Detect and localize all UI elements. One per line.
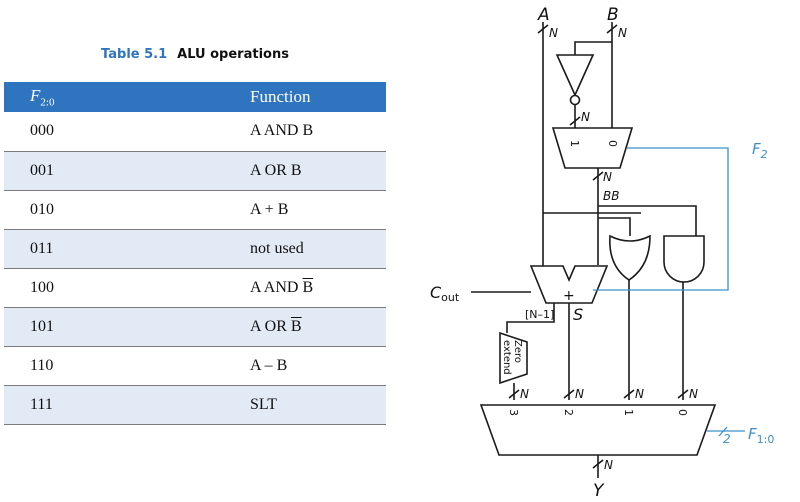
input-b-label: B <box>607 5 619 25</box>
control-code-cell: 010 <box>30 200 54 218</box>
zero-extend-line2: extend <box>501 340 512 375</box>
function-cell: A OR B <box>249 307 386 346</box>
mux4-input-3: 3 <box>507 409 520 416</box>
bus-width-mux-in1: N <box>635 387 644 401</box>
function-inverted-operand: B <box>290 317 302 335</box>
control-f2-wire <box>593 147 729 291</box>
output-y-label: Y <box>593 481 605 501</box>
control-f2-main: F <box>752 140 761 158</box>
wire-bb <box>597 168 697 265</box>
bus-width-inverter: N <box>581 110 590 124</box>
sum-s-label: S <box>573 305 583 324</box>
control-f10-wire <box>707 426 745 437</box>
mux4-input-0: 0 <box>676 409 689 416</box>
input-a-label: A <box>537 5 550 25</box>
wire-b-main <box>574 22 613 128</box>
adder-icon <box>529 265 609 304</box>
bus-width-b: N <box>618 26 627 40</box>
and-gate-icon <box>663 235 705 283</box>
alu-operations-table-panel: Table 5.1 ALU operations F2:0 Function 0… <box>4 40 386 425</box>
bus-width-y: N <box>604 458 613 472</box>
table-header-row: F2:0 Function <box>4 82 386 112</box>
mux4-input-2: 2 <box>562 409 575 416</box>
cout-sub: out <box>441 291 460 304</box>
or-gate-icon <box>609 234 651 281</box>
inverter-bubble-icon <box>569 94 581 106</box>
mux2-input-0: 0 <box>606 140 619 147</box>
table-row: 101 A OR B <box>4 307 386 346</box>
function-cell: not used <box>250 239 304 257</box>
mux2-icon <box>551 127 634 169</box>
table-caption-label: Table 5.1 <box>101 47 168 62</box>
function-cell: A AND B <box>249 268 386 307</box>
table-caption-title: ALU operations <box>177 47 289 62</box>
bus-width-mux2: N <box>603 170 612 184</box>
bus-ticks <box>508 24 689 469</box>
zero-extend-label: Zeroextend <box>501 340 523 375</box>
table-row: 000 A AND B <box>4 112 386 151</box>
control-f10-sub: 1:0 <box>757 433 775 446</box>
table-row: 011 not used <box>4 229 386 268</box>
bb-label: BB <box>603 189 619 203</box>
table-caption: Table 5.1 ALU operations <box>4 40 386 68</box>
control-f2-label: F2 <box>752 140 768 161</box>
bus-width-mux-in0: N <box>689 387 698 401</box>
control-code-cell: 100 <box>30 278 54 296</box>
mux2-input-1: 1 <box>568 140 581 147</box>
control-f10-width: 2 <box>723 432 731 446</box>
wire-slt <box>506 303 555 400</box>
alu-operations-table: F2:0 Function 000 A AND B 001 A OR B 010… <box>4 82 386 425</box>
cout-main: C <box>430 283 442 302</box>
control-f10-label: F1:0 <box>748 425 774 446</box>
header-function: Function <box>250 87 311 106</box>
function-text: A AND <box>250 278 303 296</box>
function-cell: A + B <box>250 200 289 218</box>
mux4-icon <box>479 404 717 456</box>
msb-index-label: [N–1] <box>525 308 554 321</box>
control-code-cell: 000 <box>30 122 54 140</box>
wire-a-main <box>542 22 641 282</box>
adder-plus: + <box>563 288 575 304</box>
table-row: 001 A OR B <box>4 151 386 190</box>
function-cell: A AND B <box>250 122 314 140</box>
alu-circuit-diagram: A B N N N 1 0 N BB F2 Cout + [N–1] S Zer… <box>430 5 774 501</box>
zero-extend-line1: Zero <box>512 340 523 363</box>
control-code-cell: 001 <box>30 161 54 179</box>
control-code-cell: 011 <box>30 239 54 257</box>
control-f10-main: F <box>748 425 757 443</box>
header-f: F <box>30 85 41 105</box>
control-code-cell: 111 <box>30 395 53 413</box>
table-row: 111 SLT <box>4 385 386 424</box>
bus-width-a: N <box>549 26 558 40</box>
function-inverted-operand: B <box>302 278 314 296</box>
inverter-icon <box>555 54 595 97</box>
header-control-code: F2:0 <box>4 82 249 112</box>
table-row: 100 A AND B <box>4 268 386 307</box>
cout-label: Cout <box>430 283 460 304</box>
zero-extend-icon <box>499 331 528 385</box>
table-row: 110 A – B <box>4 346 386 385</box>
function-text: A OR <box>250 317 291 335</box>
function-cell: A OR B <box>250 161 302 179</box>
mux4-input-1: 1 <box>622 409 635 416</box>
bus-width-mux-in2: N <box>575 387 584 401</box>
function-cell: A – B <box>250 356 288 374</box>
bus-width-mux-in3: N <box>520 387 529 401</box>
header-f-sub: 2:0 <box>40 96 55 109</box>
control-code-cell: 110 <box>30 356 54 374</box>
function-cell: SLT <box>250 395 277 413</box>
control-code-cell: 101 <box>30 317 54 335</box>
control-f2-sub: 2 <box>761 148 768 161</box>
table-row: 010 A + B <box>4 190 386 229</box>
